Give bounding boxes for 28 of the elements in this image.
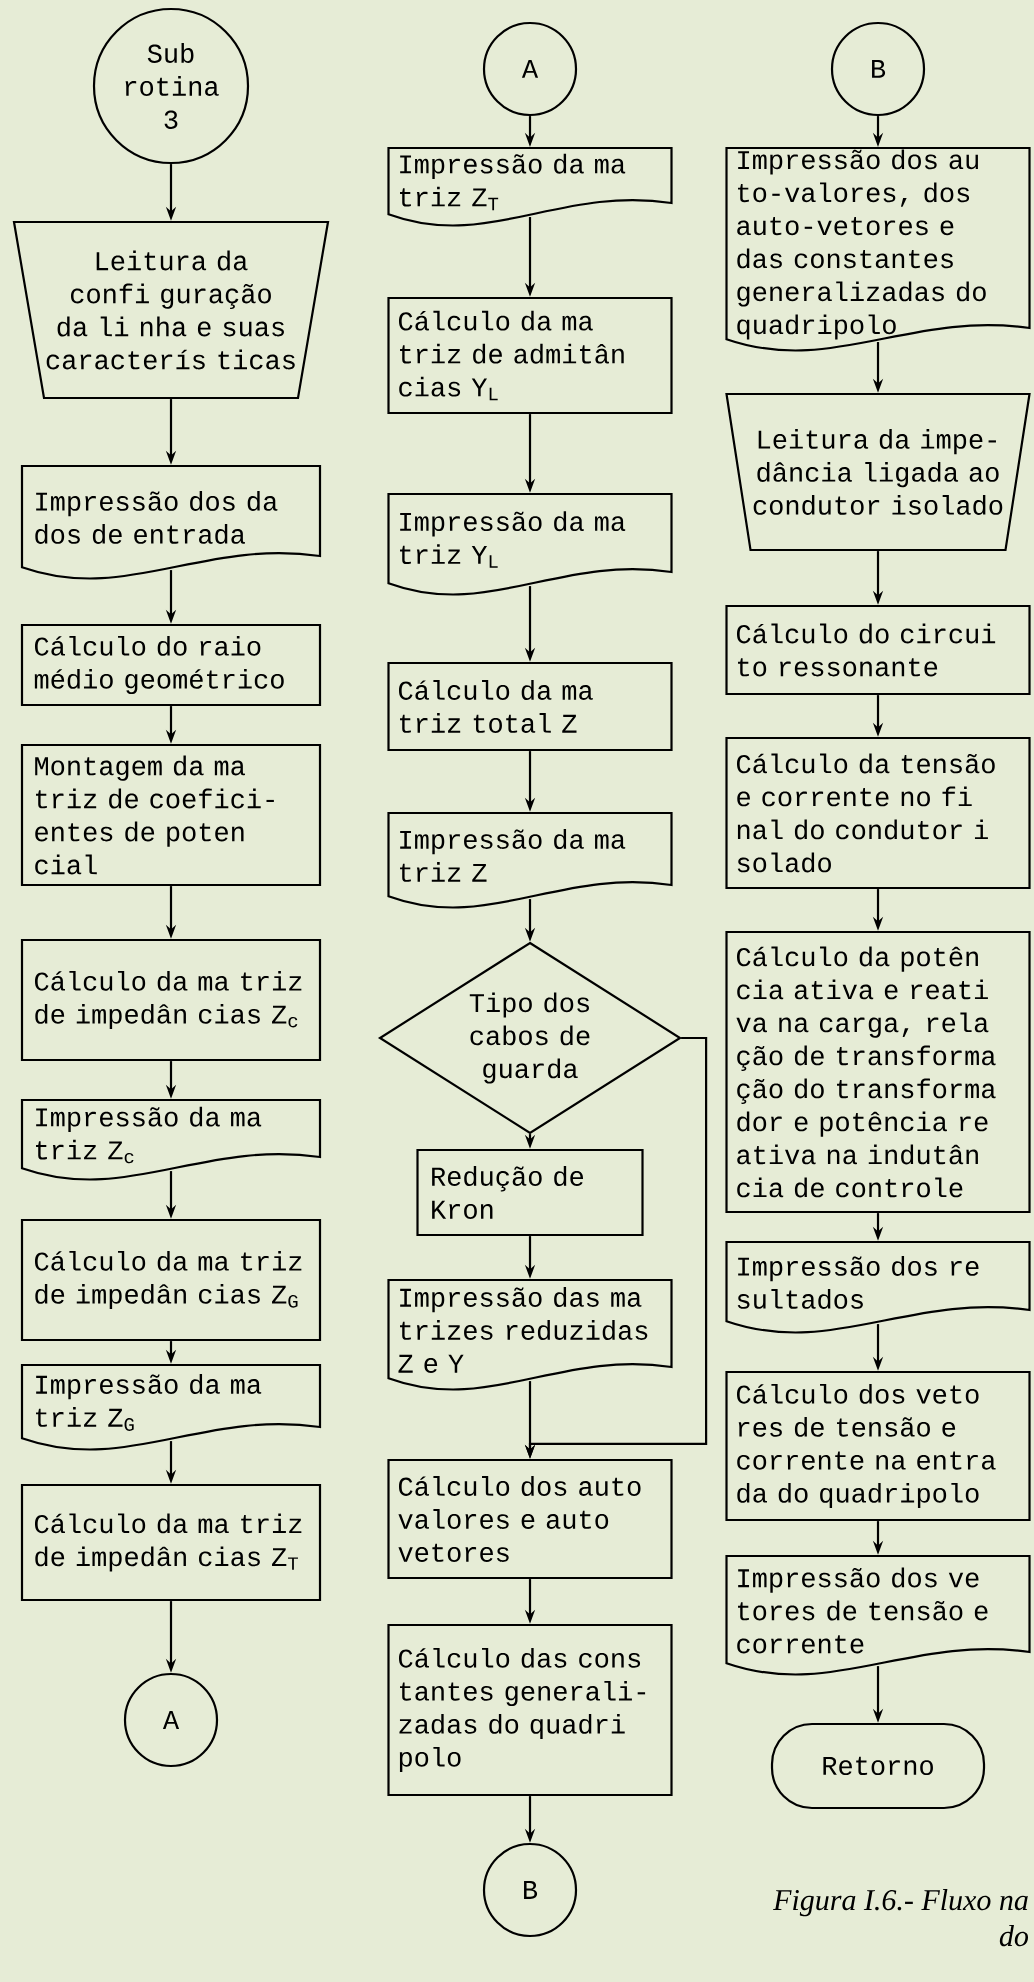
document-box: Impressão da ma triz Z (387, 811, 673, 909)
process-box: Cálculo da ma triz de admitân cias Y$_{L}$ (387, 296, 673, 415)
document-box: Impressão das ma trizes reduzidas Z e Y (387, 1278, 673, 1391)
process-box: Cálculo da ma triz de impedân cias Z$_{G}$ (20, 1218, 322, 1342)
process-box: Cálculo dos auto valores e auto vetores (387, 1458, 673, 1580)
process-box: Redução de Kron (416, 1148, 644, 1237)
process-box: Cálculo dos veto res de tensão e corrente na entra da do quadripolo (725, 1370, 1031, 1522)
process-box: Cálculo da ma triz de impedân cias Z$_{T}$ (20, 1483, 322, 1602)
process-box: Montagem da ma triz de coefici- entes de poten cial (20, 743, 322, 887)
process-box: Cálculo do circui to ressonante (725, 604, 1031, 696)
document-box: Impressão dos da dos de entrada (20, 464, 322, 580)
process-box: Cálculo da ma triz de impedân cias Z$_{c}$ (20, 938, 322, 1062)
document-box: Impressão da ma triz Z$_{c}$ (20, 1098, 322, 1181)
document-box: Impressão dos ve tores de tensão e corrente (725, 1554, 1031, 1676)
input-trapezoid: Leitura da impe- dância ligada ao condutor isolado (725, 392, 1031, 552)
document-box: Impressão dos re sultados (725, 1240, 1031, 1334)
terminal-box: Retorno (770, 1722, 986, 1810)
process-box: Cálculo do raio médio geométrico (20, 623, 322, 707)
process-box: Cálculo da tensão e corrente no fi nal do condutor i solado (725, 736, 1031, 890)
caption: Figura I.6.- Fluxo na do (772, 1889, 1028, 1947)
document-box: Impressão da ma triz Y$_{L}$ (387, 492, 673, 596)
process-box: Cálculo da potên cia ativa e reati va na carga, rela ção de transforma ção do transforma dor e potência re ativa na indutân cia de controle (725, 930, 1031, 1214)
document-box: Impressão dos au to-valores, dos auto-vetores e das constantes generalizadas do quadripolo (725, 146, 1031, 352)
process-box: Cálculo das cons tantes generali- zadas do quadri polo (387, 1623, 673, 1797)
process-box: Cálculo da ma triz total Z (387, 661, 673, 752)
input-trapezoid: Leitura da confi guração da li nha e suas caracterís ticas (12, 220, 330, 400)
document-box: Impressão da ma triz Z$_{T}$ (387, 146, 673, 227)
document-box: Impressão da ma triz Z$_{G}$ (20, 1363, 322, 1451)
